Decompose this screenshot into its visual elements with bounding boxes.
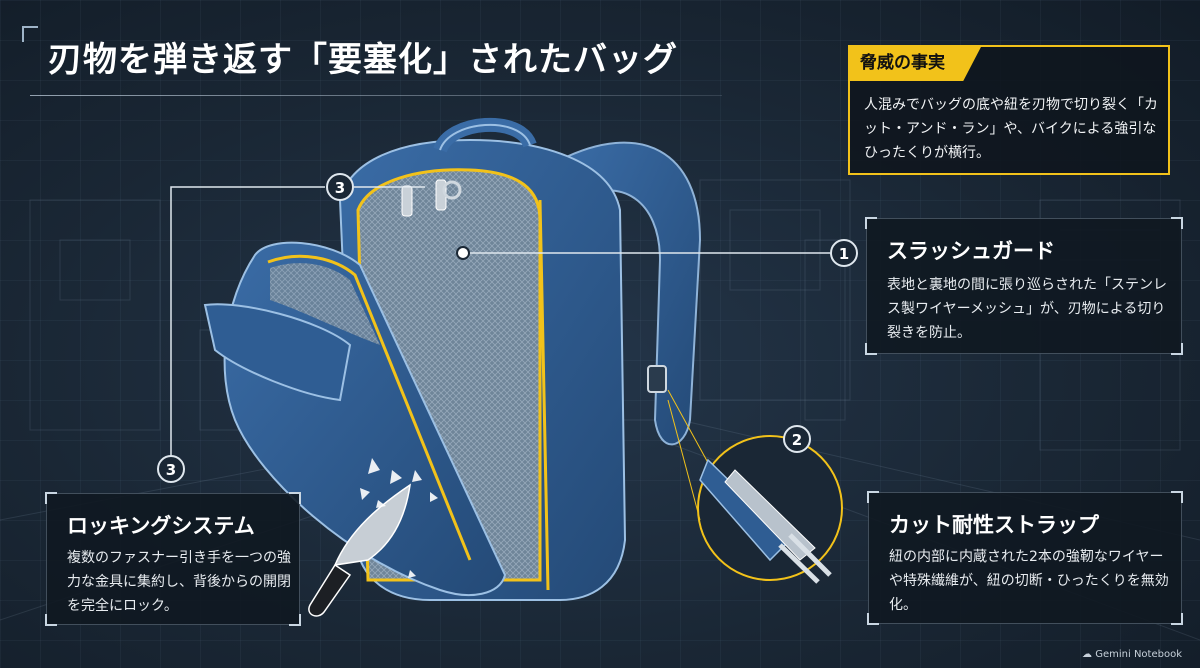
panel-body-slash-guard: 表地と裏地の間に張り巡らされた「ステンレス製ワイヤーメッシュ」が、刃物による切り… bbox=[887, 277, 1167, 341]
panel-title-locking-system: ロッキングシステム bbox=[67, 514, 255, 538]
panel-title-slash-guard: スラッシュガード bbox=[887, 239, 1055, 263]
title-underline bbox=[30, 95, 722, 96]
footer-label: Gemini Notebook bbox=[1095, 649, 1182, 660]
panel-title-cut-resistant-strap: カット耐性ストラップ bbox=[889, 513, 1099, 537]
threat-heading: 脅威の事実 bbox=[848, 45, 982, 81]
callout-panel-locking-system: ロッキングシステム 複数のファスナー引き手を一つの強力な金具に集約し、背後からの… bbox=[45, 492, 301, 626]
panel-body-cut-resistant-strap: 紐の内部に内蔵された2本の強靭なワイヤーや特殊繊維が、紐の切断・ひったくりを無効… bbox=[889, 549, 1169, 613]
page-title: 刃物を弾き返す「要塞化」されたバッグ bbox=[48, 40, 678, 80]
deflected-shards bbox=[360, 458, 438, 578]
zipper-line bbox=[538, 199, 550, 591]
threat-fact-box: 脅威の事実 人混みでバッグの底や紐を刃物で切り裂く「カット・アンド・ラン」や、バ… bbox=[848, 45, 1170, 175]
callout-badge-3-top: 3 bbox=[326, 173, 354, 201]
callout-badge-2: 2 bbox=[783, 425, 811, 453]
outer-flap bbox=[203, 303, 352, 402]
frame-corner-top-left bbox=[22, 26, 38, 42]
panel-mesh bbox=[270, 263, 380, 345]
zipper-pulls bbox=[401, 179, 462, 217]
callout-badge-1: 1 bbox=[830, 239, 858, 267]
callout-3-leader bbox=[170, 186, 325, 460]
gemini-icon: ☁ bbox=[1082, 649, 1093, 660]
callout-panel-cut-resistant-strap: カット耐性ストラップ 紐の内部に内蔵された2本の強靭なワイヤーや特殊繊維が、紐の… bbox=[867, 491, 1183, 625]
panel-body-locking-system: 複数のファスナー引き手を一つの強力な金具に集約し、背後からの開閉を完全にロック。 bbox=[67, 550, 291, 614]
strap-wire-cross-section bbox=[699, 458, 832, 584]
threat-body: 人混みでバッグの底や紐を刃物で切り裂く「カット・アンド・ラン」や、バイクによる強… bbox=[864, 97, 1158, 161]
callout-panel-slash-guard: スラッシュガード 表地と裏地の間に張り巡らされた「ステンレス製ワイヤーメッシュ」… bbox=[865, 217, 1183, 355]
callout-badge-3-bottom: 3 bbox=[157, 455, 185, 483]
strap-buckle bbox=[647, 365, 667, 393]
footer-watermark: ☁ Gemini Notebook bbox=[1082, 649, 1182, 660]
knife-illustration bbox=[308, 483, 411, 617]
